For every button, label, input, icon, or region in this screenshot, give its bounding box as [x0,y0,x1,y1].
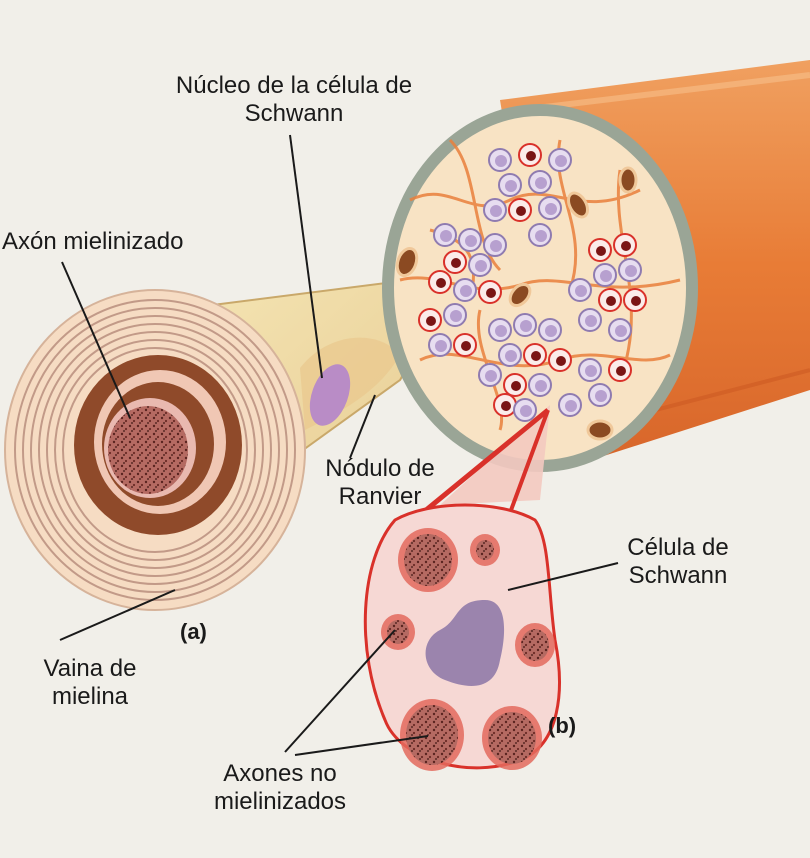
axon-core-icon [486,288,496,298]
schwann-nucleus-label-line1: Núcleo de la célula de [175,72,413,99]
axon-core-icon [495,325,507,337]
axon-core-icon [600,270,612,282]
schwann-nucleus-label-line2: Schwann [244,100,344,127]
myelin-sheath-label-line2: mielina [51,683,129,710]
axon-core-icon [460,285,472,297]
leader-lines [59,134,619,756]
fibroblast-nucleus-icon [586,419,614,441]
axon-core-icon [426,316,436,326]
axon-core-icon [625,265,637,277]
axon-core-icon [615,325,627,337]
axon-core-icon [565,400,577,412]
axon-core-icon [490,240,502,252]
axon-core-icon [595,390,607,402]
axon-core-icon [485,370,497,382]
unmyelinated-axons-label-line1: Axones no [223,760,337,787]
axon-core-icon [585,365,597,377]
axon-core-icon [531,351,541,361]
node-of-ranvier-label-line1: Nódulo de [325,455,435,482]
axon-core-icon [621,241,631,251]
axon-core-icon [535,177,547,189]
schwann-cell-nucleus-icon [425,600,505,686]
axon-core [108,406,188,494]
panel-tag-b: (b) [548,713,577,738]
axon-core-icon [505,180,517,192]
fibroblast-nucleus-icon [395,246,419,278]
schwann-nucleus-icon [309,364,351,426]
schwann-cell-label-line2: Schwann [628,562,728,589]
axon-core-icon [585,315,597,327]
fibroblast-nucleus-icon [618,166,638,194]
axon-core-icon [535,380,547,392]
fascicle-cross-section [382,104,698,472]
unmyelinated-axon-icon [404,534,452,586]
axon-core-icon [606,296,616,306]
axon-core-icon [451,258,461,268]
axon-core-icon [511,381,521,391]
axon-core-icon [556,356,566,366]
unmyelinated-axon-icon [521,629,549,661]
unmyelinated-axon-icon [387,620,409,644]
axon-core-icon [596,246,606,256]
fibroblast-nucleus-icon [508,282,532,308]
schwann-cell-label: Célula de Schwann [612,534,744,590]
unmyelinated-axon-icon [488,712,536,764]
node-of-ranvier-label-line2: Ranvier [338,483,422,510]
axon-core-icon [475,260,487,272]
myelinated-axon-cross-section [4,289,306,611]
axon-core-icon [436,278,446,288]
axon-core-icon [505,350,517,362]
unmyelinated-axons-label-line2: mielinizados [213,788,347,815]
axon-core-icon [450,310,462,322]
axon-core-icon [461,341,471,351]
axon-core-icon [435,340,447,352]
axon-core-icon [490,205,502,217]
unmyelinated-axon-icon [476,540,494,560]
axon-core-icon [535,230,547,242]
axon-core-icon [495,155,507,167]
axon-core-icon [631,296,641,306]
myelin-sheath-label-line1: Vaina de [43,655,137,682]
axon-core-icon [520,320,532,332]
axon-core-icon [575,285,587,297]
axon-core-icon [516,206,526,216]
node-of-ranvier-label: Nódulo de Ranvier [320,455,440,511]
myelin-sheath-label: Vaina de mielina [30,655,150,711]
axon-core-icon [545,325,557,337]
unmyelinated-axon-icon [406,705,458,765]
axon-core-icon [465,235,477,247]
schwann-cell-cross-section [363,405,561,771]
unmyelinated-axons-label: Axones no mielinizados [190,760,370,816]
axon-core-icon [501,401,511,411]
axon-core-icon [555,155,567,167]
axon-core-icon [616,366,626,376]
fibroblast-nucleus-icon [567,191,589,219]
axon-core-icon [440,230,452,242]
schwann-nucleus-label: Núcleo de la célula de Schwann [163,72,425,128]
myelinated-axon-label: Axón mielinizado [2,228,184,255]
axon-core-icon [526,151,536,161]
axon-core-icon [545,203,557,215]
schwann-cell-label-line1: Célula de [627,534,729,561]
panel-tag-a: (a) [180,619,207,644]
axon-core-icon [520,405,532,417]
